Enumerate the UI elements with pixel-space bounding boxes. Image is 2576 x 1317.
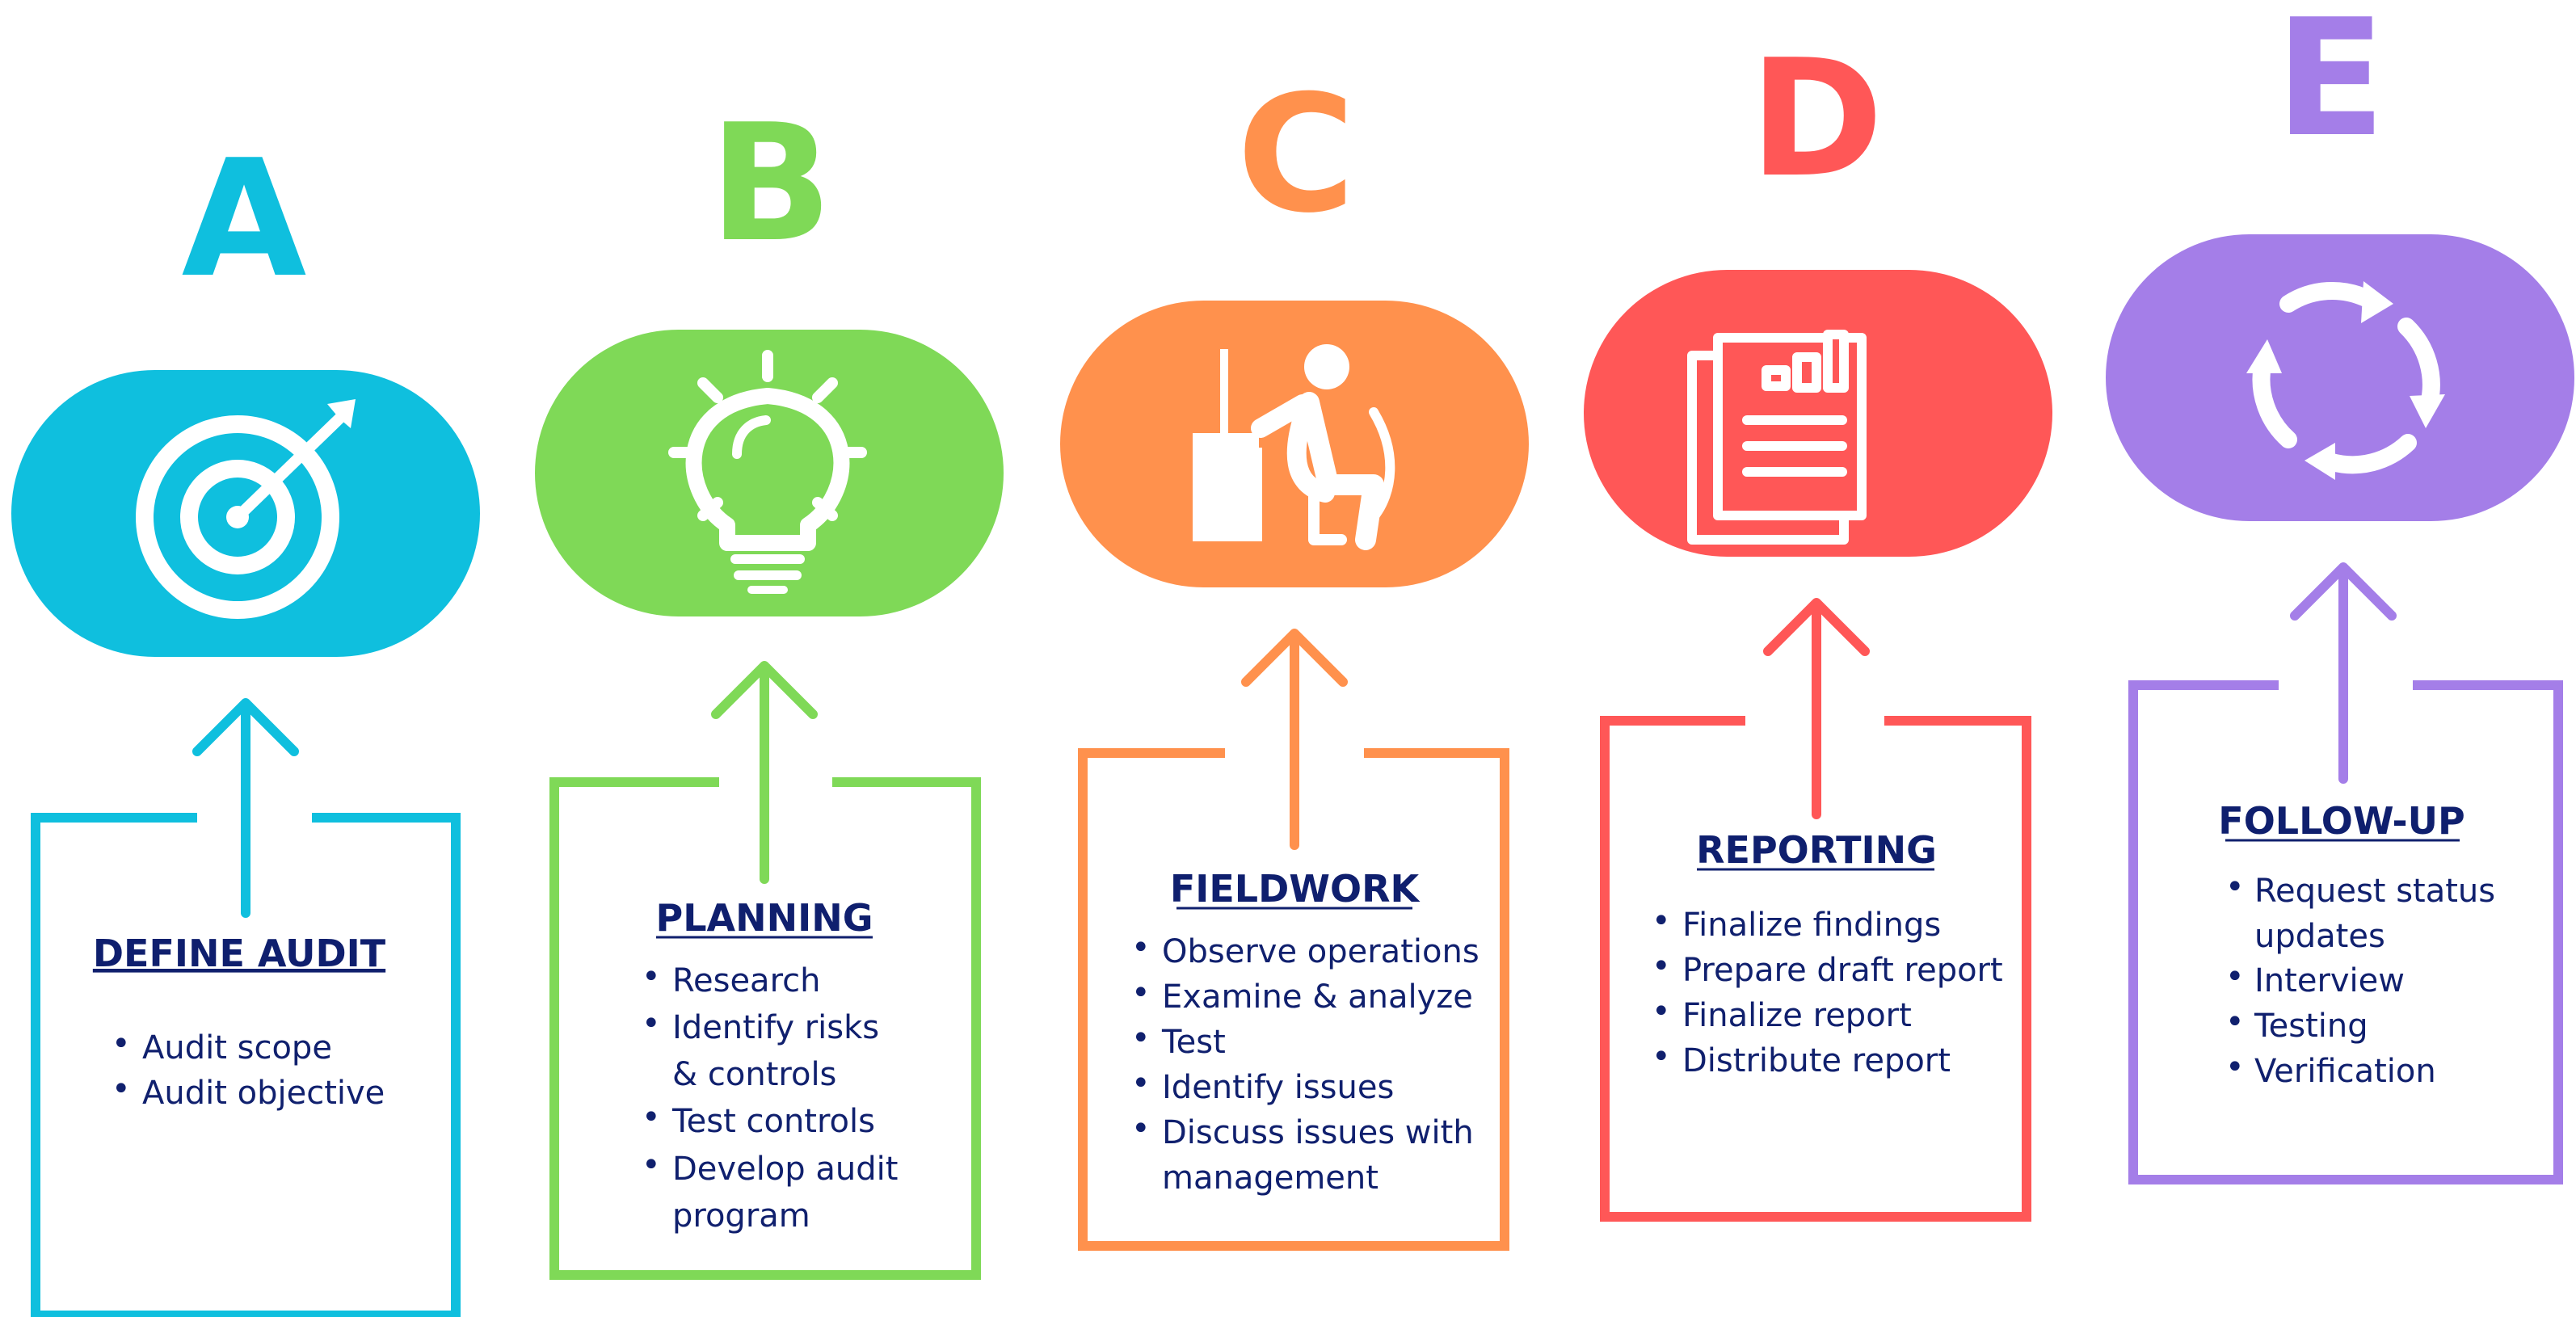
stage-a-title: DEFINE AUDIT	[93, 932, 386, 975]
bullet: •	[1652, 903, 1671, 940]
stage-d-pill	[1584, 270, 2052, 557]
list-item: program	[672, 1197, 810, 1235]
lightbulb-icon	[668, 350, 867, 594]
bullet: •	[112, 1071, 131, 1108]
bullet: •	[2225, 869, 2245, 906]
bullet: •	[112, 1025, 131, 1062]
bullet: •	[1652, 993, 1671, 1030]
stage-e-title: FOLLOW-UP	[2218, 799, 2464, 843]
bullet: •	[642, 1147, 661, 1184]
stage-b-arrow	[711, 661, 818, 884]
list-item: Prepare draft report	[1682, 952, 2003, 989]
bullet: •	[1131, 1065, 1151, 1102]
bullet: •	[2225, 1004, 2245, 1041]
list-item: Develop audit	[672, 1151, 898, 1188]
list-item: Distribute report	[1682, 1042, 1951, 1079]
list-item: updates	[2254, 918, 2385, 955]
list-item: Finalize report	[1682, 997, 1912, 1034]
person-at-desk-icon	[1193, 344, 1395, 550]
bullet: •	[642, 958, 661, 995]
bullet: •	[1131, 1020, 1151, 1057]
stage-e-pill	[2106, 234, 2574, 521]
stage-c-box	[1078, 748, 1509, 1251]
list-item: Testing	[2254, 1008, 2368, 1045]
stage-b-title: PLANNING	[656, 896, 873, 940]
list-item: Identify risks	[672, 1009, 879, 1046]
report-document-icon	[1687, 330, 1867, 545]
list-item: management	[1162, 1159, 1378, 1197]
list-item: Audit scope	[142, 1029, 332, 1067]
stage-b-list: • Research • Identify risks & controls •…	[642, 958, 898, 1235]
stage-d-box	[1600, 716, 2031, 1222]
list-item: Test	[1161, 1024, 1226, 1061]
stage-b-pill	[535, 330, 1004, 616]
list-item: Test controls	[671, 1103, 875, 1140]
bullet: •	[1131, 929, 1151, 966]
list-item: Research	[672, 962, 820, 999]
stage-e-letter: E	[2275, 0, 2386, 173]
stage-d-arrow	[1763, 598, 1870, 819]
stage-e-box	[2128, 680, 2563, 1184]
stage-c-title: FIELDWORK	[1170, 867, 1421, 911]
stage-e-list: • Request status updates • Interview • T…	[2225, 869, 2495, 1090]
bullet: •	[1652, 948, 1671, 985]
list-item: Examine & analyze	[1162, 978, 1473, 1016]
list-item: Interview	[2254, 962, 2405, 999]
stage-c-arrow	[1241, 629, 1348, 850]
stage-c: C FIELDWORK • Observe operations • Exami…	[1060, 61, 1529, 1251]
bullet: •	[642, 1099, 661, 1136]
stage-b-box	[549, 777, 981, 1280]
stage-a-list: • Audit scope • Audit objective	[112, 1025, 385, 1112]
stage-e: E FOLLOW-UP • Request status updates • I…	[2106, 0, 2574, 1184]
bullet: •	[1131, 974, 1151, 1012]
list-item: Verification	[2254, 1053, 2436, 1090]
bullet: •	[2225, 958, 2245, 995]
list-item: Identify issues	[1162, 1069, 1394, 1106]
stage-a: A DEFINE AUDIT • Audit scope • Audit obj…	[11, 125, 480, 1317]
stage-c-list: • Observe operations • Examine & analyze…	[1131, 929, 1480, 1197]
list-item: Observe operations	[1162, 933, 1480, 970]
stage-a-letter: A	[182, 125, 307, 313]
cycle-arrows-icon	[2246, 281, 2445, 480]
stage-a-arrow	[192, 698, 299, 918]
bullet: •	[1652, 1038, 1671, 1075]
stage-c-letter: C	[1237, 61, 1356, 249]
list-item: & controls	[672, 1056, 836, 1093]
stage-d-title: REPORTING	[1696, 828, 1937, 872]
stage-d: D REPORTING • Finalize findings • Prepar…	[1584, 25, 2052, 1222]
bullet: •	[642, 1005, 661, 1042]
list-item: Audit objective	[142, 1075, 385, 1112]
stage-e-arrow	[2290, 562, 2397, 784]
list-item: Finalize findings	[1682, 907, 1941, 944]
list-item: Discuss issues with	[1162, 1114, 1474, 1151]
list-item: Request status	[2254, 873, 2495, 910]
bullet: •	[2225, 1049, 2245, 1086]
stage-a-box	[31, 813, 461, 1317]
stage-d-letter: D	[1749, 25, 1884, 213]
stage-b-letter: B	[709, 90, 832, 278]
stage-d-list: • Finalize findings • Prepare draft repo…	[1652, 903, 2003, 1079]
stage-b: B PLANNING • Research •	[535, 90, 1004, 1280]
bullet: •	[1131, 1110, 1151, 1147]
target-icon	[136, 399, 356, 619]
